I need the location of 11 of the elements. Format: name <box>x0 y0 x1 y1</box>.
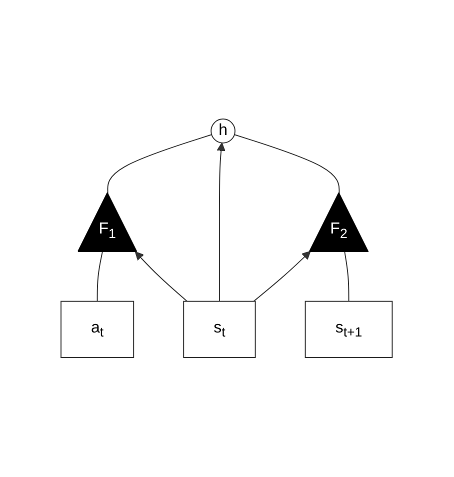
node-circle: h <box>210 118 236 144</box>
connector <box>234 134 340 194</box>
connector <box>108 134 213 194</box>
arrow <box>217 142 226 302</box>
node-box: a$_{t}$ <box>60 301 134 358</box>
arrow <box>254 251 312 302</box>
arrow <box>135 252 188 302</box>
connector <box>97 252 104 302</box>
node-box: s$_{t+1}$ <box>305 301 394 358</box>
connector <box>344 252 350 302</box>
node-box: s$_{t}$ <box>184 301 256 358</box>
